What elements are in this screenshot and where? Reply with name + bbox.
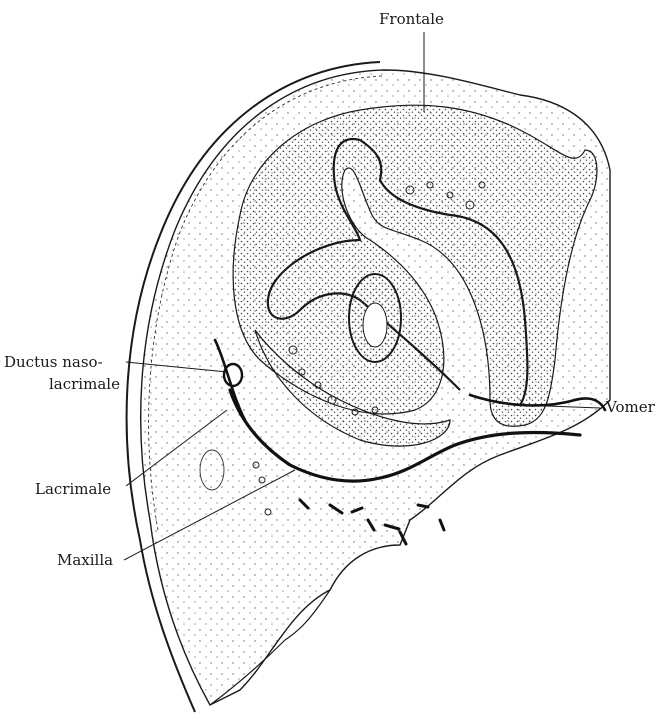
label-vomer: Vomer <box>606 400 655 415</box>
label-frontale: Frontale <box>379 12 444 27</box>
label-ductus-line1: Ductus naso- <box>4 355 103 370</box>
central-concha-core <box>363 303 387 347</box>
label-ductus-line2: lacrimale <box>49 377 120 392</box>
label-maxilla: Maxilla <box>57 553 113 568</box>
label-lacrimale: Lacrimale <box>35 482 111 497</box>
